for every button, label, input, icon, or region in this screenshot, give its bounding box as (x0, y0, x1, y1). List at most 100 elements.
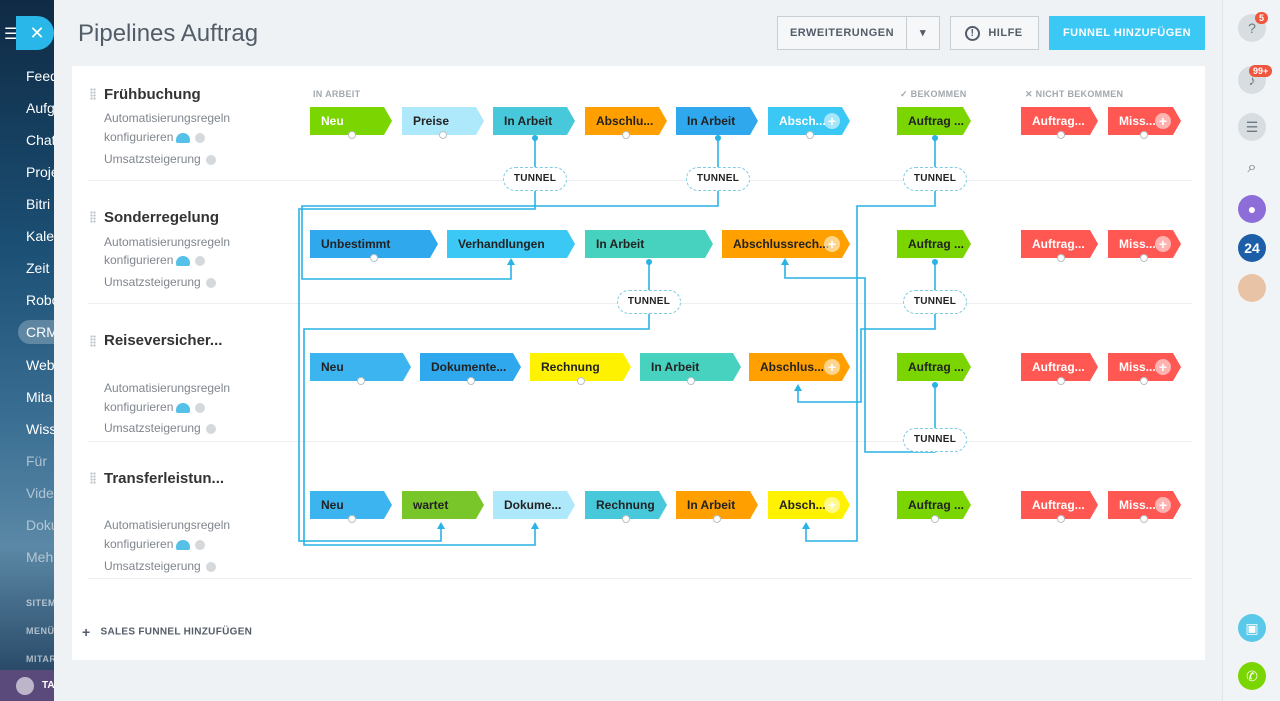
question-icon[interactable] (205, 561, 216, 572)
stage[interactable]: In Arbeit (585, 230, 713, 258)
automation-rules-link[interactable]: Automatisierungsregeln (104, 381, 231, 395)
funnel-name[interactable]: Reiseversicher... (104, 332, 223, 349)
sidebar-item-bitrix[interactable]: Bitri (26, 196, 51, 212)
stage-dot[interactable] (713, 515, 721, 523)
stage-add[interactable]: Absch...+ (768, 491, 850, 519)
help-button[interactable]: !HILFE (950, 16, 1039, 50)
sidebar-item-web[interactable]: Web (26, 357, 54, 373)
stage-dot[interactable] (687, 377, 695, 385)
sidebar-item-crm[interactable]: CRM (26, 324, 54, 340)
close-menu-button[interactable]: ✕ (16, 16, 54, 50)
add-funnel-button[interactable]: FUNNEL HINZUFÜGEN (1049, 16, 1205, 50)
stage-add[interactable]: Abschlussrech...+ (722, 230, 850, 258)
question-icon[interactable] (195, 402, 206, 413)
question-icon[interactable] (195, 132, 206, 143)
sidebar-item-employees[interactable]: Mita (26, 389, 53, 405)
stage-dot[interactable] (577, 377, 585, 385)
stage-lost-add[interactable]: Miss...+ (1108, 230, 1181, 258)
question-icon[interactable] (205, 277, 216, 288)
stage-add[interactable]: Absch...+ (768, 107, 850, 135)
stage-dot[interactable] (467, 377, 475, 385)
stage-won[interactable]: Auftrag ... (897, 353, 971, 381)
stage[interactable]: Neu (310, 107, 392, 135)
stage-lost-add[interactable]: Miss...+ (1108, 353, 1181, 381)
plus-icon[interactable]: + (1155, 236, 1171, 252)
automation-rules-link[interactable]: Automatisierungsregeln (104, 235, 231, 249)
automation-configure-link[interactable]: konfigurieren (104, 253, 206, 267)
stage-dot[interactable] (348, 515, 356, 523)
sidebar-item-calendar[interactable]: Kale (26, 228, 54, 244)
tunnel-label[interactable]: TUNNEL (903, 290, 967, 314)
automation-rules-link[interactable]: Automatisierungsregeln (104, 518, 231, 532)
screen-share-icon[interactable]: ▣ (1238, 614, 1266, 642)
stage-dot[interactable] (1057, 515, 1065, 523)
stage-dot[interactable] (1057, 254, 1065, 262)
stage[interactable]: Preise (402, 107, 484, 135)
stage[interactable]: In Arbeit (676, 107, 758, 135)
tunnel-label[interactable]: TUNNEL (617, 290, 681, 314)
sidebar-item-for[interactable]: Für (26, 453, 47, 469)
stage[interactable]: wartet (402, 491, 484, 519)
stage-dot[interactable] (439, 131, 447, 139)
search-icon[interactable]: ⌕ (1247, 159, 1257, 176)
stage-lost[interactable]: Auftrag... (1021, 353, 1098, 381)
stage-add[interactable]: Abschlus...+ (749, 353, 850, 381)
automation-configure-link[interactable]: konfigurieren (104, 400, 206, 414)
automation-rules-link[interactable]: Automatisierungsregeln (104, 111, 231, 125)
extensions-dropdown-button[interactable]: ▾ (906, 16, 940, 50)
stage[interactable]: Verhandlungen (447, 230, 575, 258)
plus-icon[interactable]: + (1155, 359, 1171, 375)
stage-dot[interactable] (806, 131, 814, 139)
drag-handle-icon[interactable] (90, 472, 96, 484)
stage-won[interactable]: Auftrag ... (897, 230, 971, 258)
sidebar-bottom-bar[interactable]: TA (0, 670, 54, 701)
sidebar-employees-invite[interactable]: MITAR (26, 654, 54, 664)
avatar[interactable] (1238, 274, 1266, 302)
sidebar-item-feed[interactable]: Feed (26, 68, 54, 84)
plus-icon[interactable]: + (824, 113, 840, 129)
stage-dot[interactable] (348, 131, 356, 139)
sidebar-menu[interactable]: MENÜ (26, 626, 54, 636)
add-sales-funnel-link[interactable]: +SALES FUNNEL HINZUFÜGEN (82, 624, 252, 640)
extensions-button[interactable]: ERWEITERUNGEN (777, 16, 907, 50)
stage[interactable]: In Arbeit (676, 491, 758, 519)
question-icon[interactable] (195, 255, 206, 266)
automation-configure-link[interactable]: konfigurieren (104, 130, 206, 144)
phone-icon[interactable]: ✆ (1238, 662, 1266, 690)
sidebar-item-tasks[interactable]: Aufg (26, 100, 54, 116)
sales-increase-link[interactable]: Umsatzsteigerung (104, 559, 216, 573)
stage-dot[interactable] (622, 131, 630, 139)
stage-dot[interactable] (357, 377, 365, 385)
question-icon[interactable] (205, 423, 216, 434)
stage-dot[interactable] (1057, 377, 1065, 385)
sidebar-item-robots[interactable]: Robo (26, 292, 54, 308)
sidebar-item-projects[interactable]: Proje (26, 164, 54, 180)
sidebar-item-chat[interactable]: Chat (26, 132, 54, 148)
menu-icon[interactable]: ☰ (4, 26, 19, 43)
stage-dot[interactable] (622, 515, 630, 523)
automation-configure-link[interactable]: konfigurieren (104, 537, 206, 551)
funnel-name[interactable]: Sonderregelung (104, 209, 220, 226)
plus-icon[interactable]: + (1155, 497, 1171, 513)
drag-handle-icon[interactable] (90, 88, 96, 100)
tunnel-label[interactable]: TUNNEL (686, 167, 750, 191)
stage-lost-add[interactable]: Miss...+ (1108, 107, 1181, 135)
sidebar-item-time[interactable]: Zeit (26, 260, 50, 276)
stage-lost[interactable]: Auftrag... (1021, 230, 1098, 258)
drag-handle-icon[interactable] (90, 211, 96, 223)
bitrix24-icon[interactable]: 24 (1238, 234, 1266, 262)
question-icon[interactable] (205, 154, 216, 165)
stage-dot[interactable] (931, 515, 939, 523)
stage-lost[interactable]: Auftrag... (1021, 491, 1098, 519)
stage-dot[interactable] (1140, 131, 1148, 139)
stage-dot[interactable] (1140, 515, 1148, 523)
stage-lost-add[interactable]: Miss...+ (1108, 491, 1181, 519)
drag-handle-icon[interactable] (90, 335, 96, 347)
tunnel-label[interactable]: TUNNEL (903, 167, 967, 191)
stage-lost[interactable]: Auftrag... (1021, 107, 1098, 135)
sales-increase-link[interactable]: Umsatzsteigerung (104, 152, 216, 166)
tunnel-label[interactable]: TUNNEL (903, 428, 967, 452)
sales-increase-link[interactable]: Umsatzsteigerung (104, 421, 216, 435)
stage-dot[interactable] (1140, 254, 1148, 262)
sidebar-item-docs[interactable]: Doku (26, 517, 54, 533)
